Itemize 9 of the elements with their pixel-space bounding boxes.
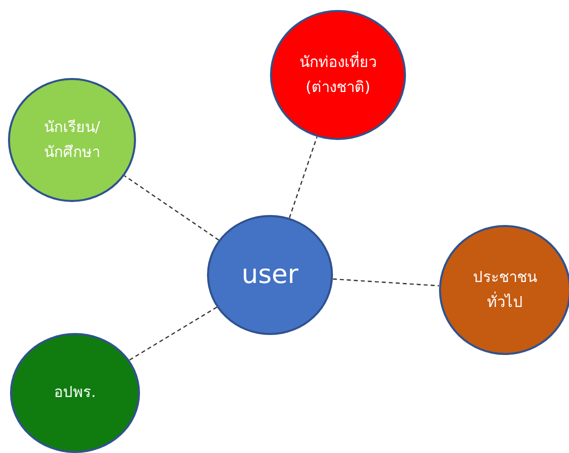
connector-line <box>129 306 218 361</box>
node-label: นักท่องเที่ยว (ต่างชาติ) <box>298 50 378 98</box>
node-label: นักเรียน/ นักศึกษา <box>42 116 102 163</box>
node-label: อปพร. <box>54 382 96 404</box>
connector-line <box>124 175 220 241</box>
node-label: user <box>242 258 298 292</box>
connector-line <box>332 278 440 286</box>
connector-line <box>288 136 318 218</box>
node-label: ประชาชน ทั่วไป <box>472 266 538 313</box>
